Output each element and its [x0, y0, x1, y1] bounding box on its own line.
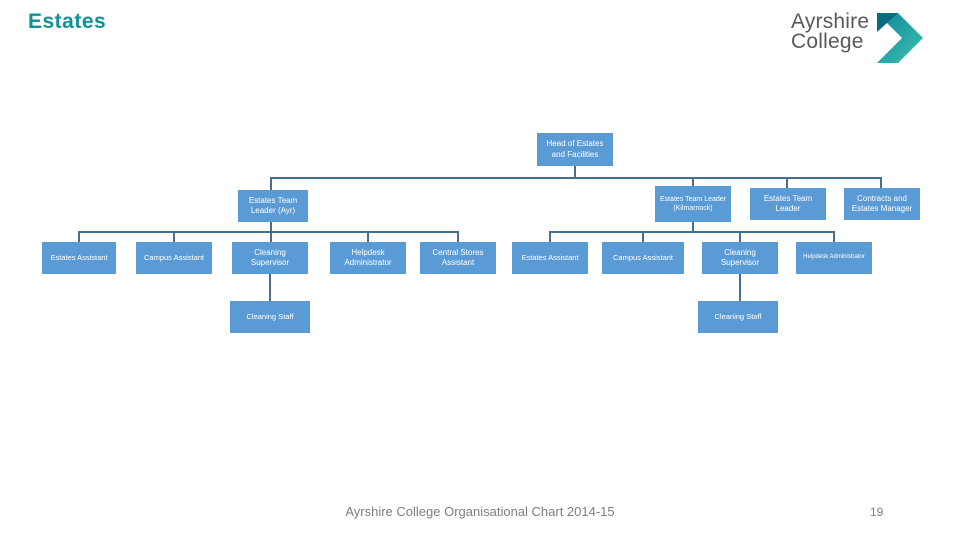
connector-line	[367, 233, 369, 242]
org-node-helpdesk-administrator-kilmarnock: Helpdesk Administrator	[796, 242, 872, 274]
connector-line	[270, 177, 882, 179]
org-node-campus-assistant-kilmarnock: Campus Assistant	[602, 242, 684, 274]
org-node-estates-team-leader-ayr: Estates Team Leader (Ayr)	[238, 190, 308, 222]
connector-line	[270, 233, 272, 242]
logo-line2: College	[791, 30, 864, 53]
page-title: Estates	[28, 10, 107, 33]
connector-line	[173, 233, 175, 242]
org-node-helpdesk-administrator-ayr: Helpdesk Administrator	[330, 242, 406, 274]
connector-line	[574, 166, 576, 178]
page-number: 19	[870, 505, 884, 519]
connector-line	[549, 233, 551, 242]
org-node-central-stores-assistant: Central Stores Assistant	[420, 242, 496, 274]
org-node-cleaning-staff-ayr: Cleaning Staff	[230, 301, 310, 333]
connector-line	[78, 231, 459, 233]
connector-line	[269, 274, 271, 301]
logo-line1: Ayrshire	[791, 10, 870, 33]
connector-line	[739, 233, 741, 242]
connector-line	[692, 222, 694, 232]
logo-text: Ayrshire College	[791, 10, 870, 53]
org-node-cleaning-supervisor-kilmarnock: Cleaning Supervisor	[702, 242, 778, 274]
org-node-estates-team-leader-kilmarnock: Estates Team Leader (Kilmarnock)	[655, 186, 731, 222]
org-node-estates-team-leader: Estates Team Leader	[750, 188, 826, 220]
connector-line	[642, 233, 644, 242]
org-node-cleaning-staff-kilmarnock: Cleaning Staff	[698, 301, 778, 333]
org-node-estates-assistant-kilmarnock: Estates Assistant	[512, 242, 588, 274]
connector-line	[457, 233, 459, 242]
connector-line	[549, 231, 835, 233]
org-node-estates-assistant-ayr: Estates Assistant	[42, 242, 116, 274]
connector-line	[270, 179, 272, 190]
chevron-right-icon	[875, 13, 924, 68]
org-node-contracts-estates-manager: Contracts and Estates Manager	[844, 188, 920, 220]
connector-line	[78, 233, 80, 242]
footer-caption: Ayrshire College Organisational Chart 20…	[345, 504, 615, 519]
connector-line	[833, 233, 835, 242]
org-node-campus-assistant-ayr: Campus Assistant	[136, 242, 212, 274]
org-node-cleaning-supervisor-ayr: Cleaning Supervisor	[232, 242, 308, 274]
connector-line	[880, 179, 882, 188]
connector-line	[739, 274, 741, 301]
connector-line	[270, 222, 272, 232]
ayrshire-college-logo: Ayrshire College	[791, 10, 924, 68]
org-node-head-of-estates: Head of Estates and Facilities	[537, 133, 613, 166]
connector-line	[786, 179, 788, 188]
connector-line	[692, 179, 694, 186]
